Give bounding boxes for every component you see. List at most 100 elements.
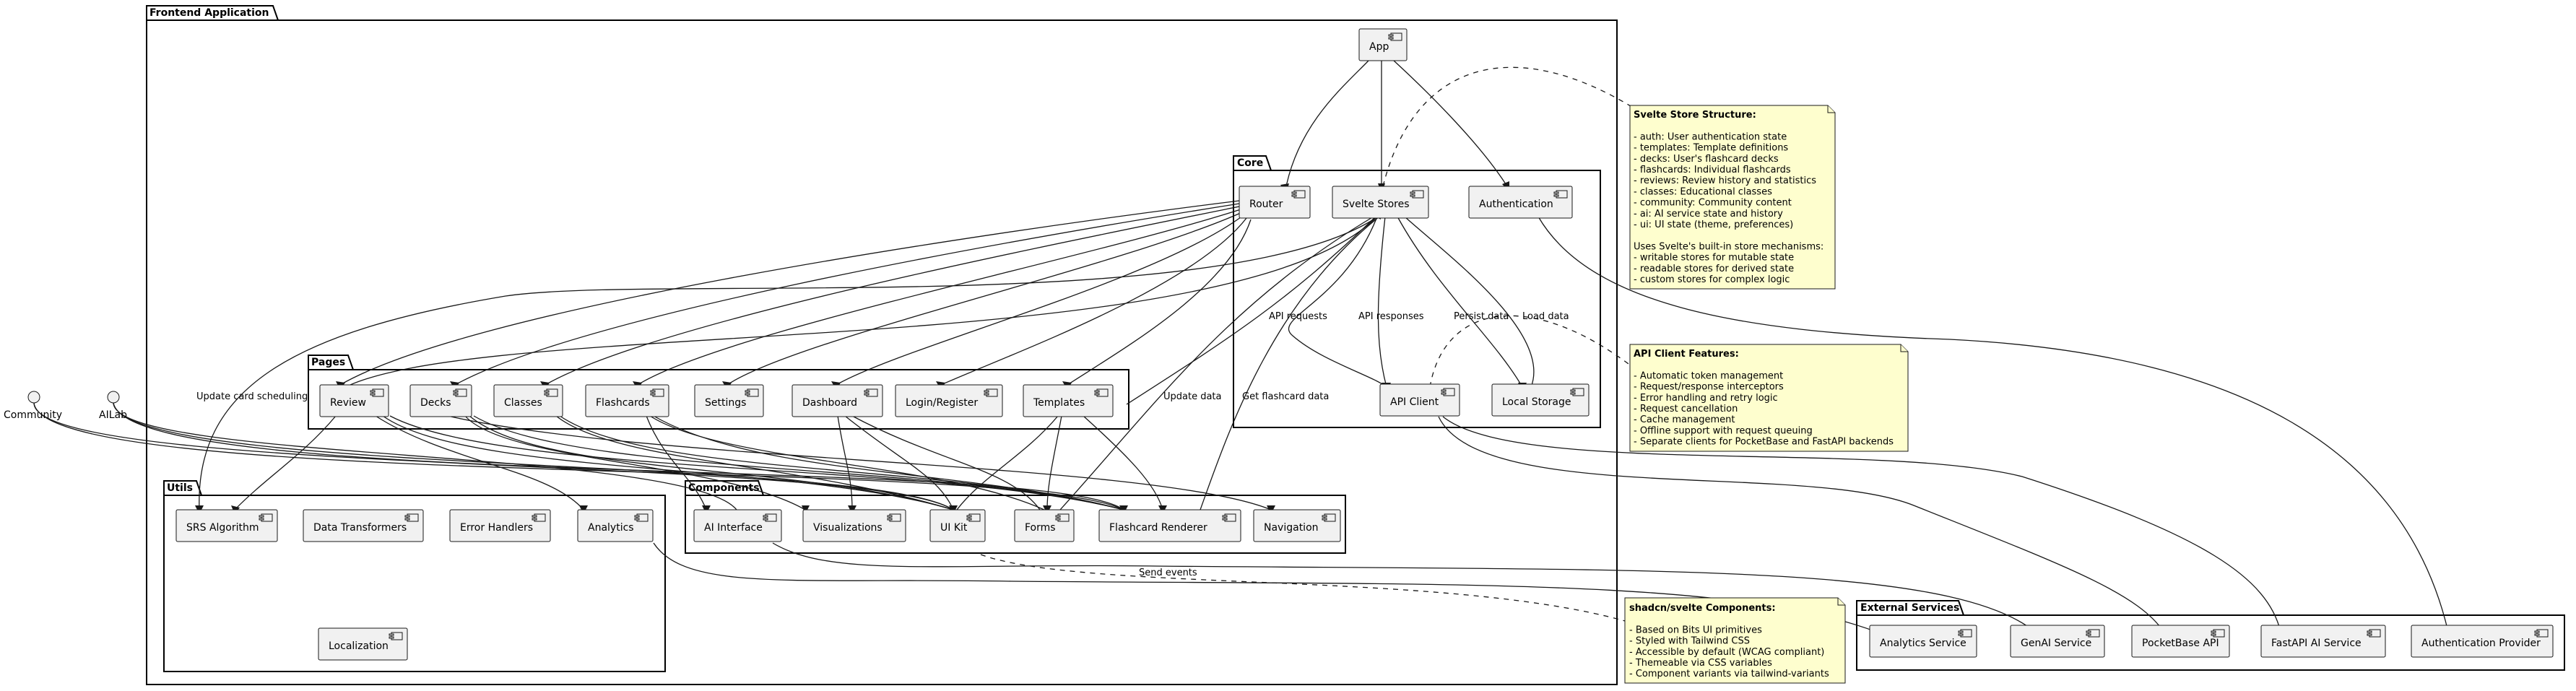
note-stores-line: - ui: UI state (theme, preferences): [1634, 220, 1793, 230]
note-api-line: - Cache management: [1634, 414, 1735, 425]
component-icon: [887, 513, 901, 522]
package-title-pages: Pages: [311, 357, 345, 368]
note-api-client-features: API Client Features: - Automatic token m…: [1629, 344, 1909, 452]
edge-label-api-requests: API requests: [1269, 311, 1327, 322]
component-svelte-stores: Svelte Stores: [1332, 186, 1429, 219]
package-core: Core: [1233, 155, 1601, 428]
component-settings-label: Settings: [705, 397, 746, 409]
component-router: Router: [1239, 186, 1311, 219]
component-decks: Decks: [409, 384, 472, 417]
component-app-label: App: [1369, 41, 1389, 53]
note-api-line: - Request cancellation: [1634, 404, 1738, 414]
component-ui-kit: UI Kit: [929, 509, 986, 542]
component-icon: [1388, 32, 1402, 41]
component-icon: [2211, 629, 2225, 638]
component-forms-label: Forms: [1025, 522, 1056, 534]
component-localization: Localization: [318, 627, 408, 661]
component-navigation: Navigation: [1253, 509, 1341, 542]
note-api-line: - Automatic token management: [1634, 370, 1783, 381]
component-icon: [1441, 388, 1455, 396]
component-error-handlers: Error Handlers: [449, 509, 551, 542]
component-icon: [745, 388, 759, 397]
component-forms: Forms: [1014, 509, 1075, 542]
component-review-label: Review: [330, 397, 366, 409]
component-icon: [1958, 629, 1972, 638]
note-stores-line: - decks: User's flashcard decks: [1634, 154, 1779, 165]
component-genai-service-label: GenAI Service: [2021, 638, 2091, 649]
component-icon: [650, 388, 664, 397]
note-api-line: - Request/response interceptors: [1634, 382, 1784, 393]
component-analytics: Analytics: [577, 509, 654, 542]
component-authentication-provider-label: Authentication Provider: [2421, 638, 2541, 649]
component-authentication: Authentication: [1468, 186, 1573, 219]
note-stores-line: - templates: Template definitions: [1634, 143, 1788, 154]
component-ai-interface: AI Interface: [693, 509, 782, 542]
component-router-label: Router: [1249, 199, 1283, 210]
edge-label-persist-data: Persist data: [1454, 311, 1509, 322]
component-ai-interface-label: AI Interface: [704, 522, 763, 534]
component-error-handlers-label: Error Handlers: [460, 522, 533, 534]
component-icon: [2086, 629, 2100, 638]
edge-label-get-flashcard-data: Get flashcard data: [1242, 391, 1329, 402]
note-shadcn-svelte-components: shadcn/svelte Components: - Based on Bit…: [1624, 597, 1846, 684]
component-decks-label: Decks: [420, 397, 451, 409]
note-shadcn-title: shadcn/svelte Components:: [1629, 603, 1776, 614]
edge-label-update-card-scheduling: Update card scheduling: [196, 391, 308, 402]
package-title-frontend: Frontend Application: [149, 7, 269, 19]
component-fastapi-ai-service-label: FastAPI AI Service: [2271, 638, 2362, 649]
component-icon: [634, 513, 649, 522]
component-icon: [404, 513, 419, 522]
note-stores-line: - readable stores for derived state: [1634, 264, 1794, 274]
component-login-register-label: Login/Register: [906, 397, 978, 409]
interface-ailab-label: AILab: [99, 409, 127, 421]
note-shadcn-line: - Themeable via CSS variables: [1629, 658, 1772, 669]
component-analytics-service-label: Analytics Service: [1880, 638, 1966, 649]
edge-label-update-data: Update data: [1163, 391, 1222, 402]
component-pocketbase-api-label: PocketBase API: [2142, 638, 2219, 649]
component-icon: [259, 513, 273, 522]
note-shadcn-line: - Component variants via tailwind-varian…: [1629, 669, 1829, 679]
package-title-utils: Utils: [167, 482, 193, 494]
component-review: Review: [319, 384, 389, 417]
component-icon: [1291, 190, 1306, 199]
edge-label-send-events: Send events: [1139, 568, 1197, 578]
component-flashcards-label: Flashcards: [596, 397, 650, 409]
component-analytics-service: Analytics Service: [1869, 625, 1977, 658]
package-pages: Pages: [308, 355, 1129, 430]
component-dashboard-label: Dashboard: [802, 397, 857, 409]
note-stores-line: - reviews: Review history and statistics: [1634, 175, 1816, 186]
component-icon: [763, 513, 777, 522]
edge-labels: API requests API responses Persist data …: [196, 311, 1569, 578]
component-data-transformers: Data Transformers: [303, 509, 424, 542]
component-classes: Classes: [493, 384, 563, 417]
component-local-storage-label: Local Storage: [1502, 396, 1571, 408]
component-icon: [1570, 388, 1584, 396]
note-api-line: - Separate clients for PocketBase and Fa…: [1634, 437, 1894, 448]
component-icon: [453, 388, 467, 397]
interface-community: Community: [4, 391, 62, 421]
component-dashboard: Dashboard: [792, 384, 883, 417]
component-local-storage: Local Storage: [1491, 383, 1590, 417]
component-icon: [1322, 513, 1336, 522]
component-visualizations-label: Visualizations: [813, 522, 882, 534]
component-icon: [532, 513, 546, 522]
package-title-core: Core: [1237, 157, 1263, 169]
component-authentication-label: Authentication: [1479, 199, 1553, 210]
note-stores-line: - community: Community content: [1634, 198, 1792, 209]
note-shadcn-line: - Accessible by default (WCAG compliant): [1629, 647, 1824, 658]
component-icon: [2367, 629, 2381, 638]
component-icon: [1410, 190, 1424, 199]
component-flashcard-renderer-label: Flashcard Renderer: [1109, 522, 1207, 534]
package-external-services: External Services: [1856, 600, 2565, 671]
interface-ailab: AILab: [99, 391, 127, 421]
note-stores-line: - ai: AI service state and history: [1634, 209, 1783, 220]
note-stores-line: - auth: User authentication state: [1634, 131, 1787, 142]
component-genai-service: GenAI Service: [2010, 625, 2105, 658]
component-data-transformers-label: Data Transformers: [313, 522, 407, 534]
component-ui-kit-label: UI Kit: [940, 522, 968, 534]
component-icon: [1553, 190, 1568, 199]
component-navigation-label: Navigation: [1264, 522, 1319, 534]
component-visualizations: Visualizations: [802, 509, 906, 542]
component-settings: Settings: [694, 384, 764, 417]
